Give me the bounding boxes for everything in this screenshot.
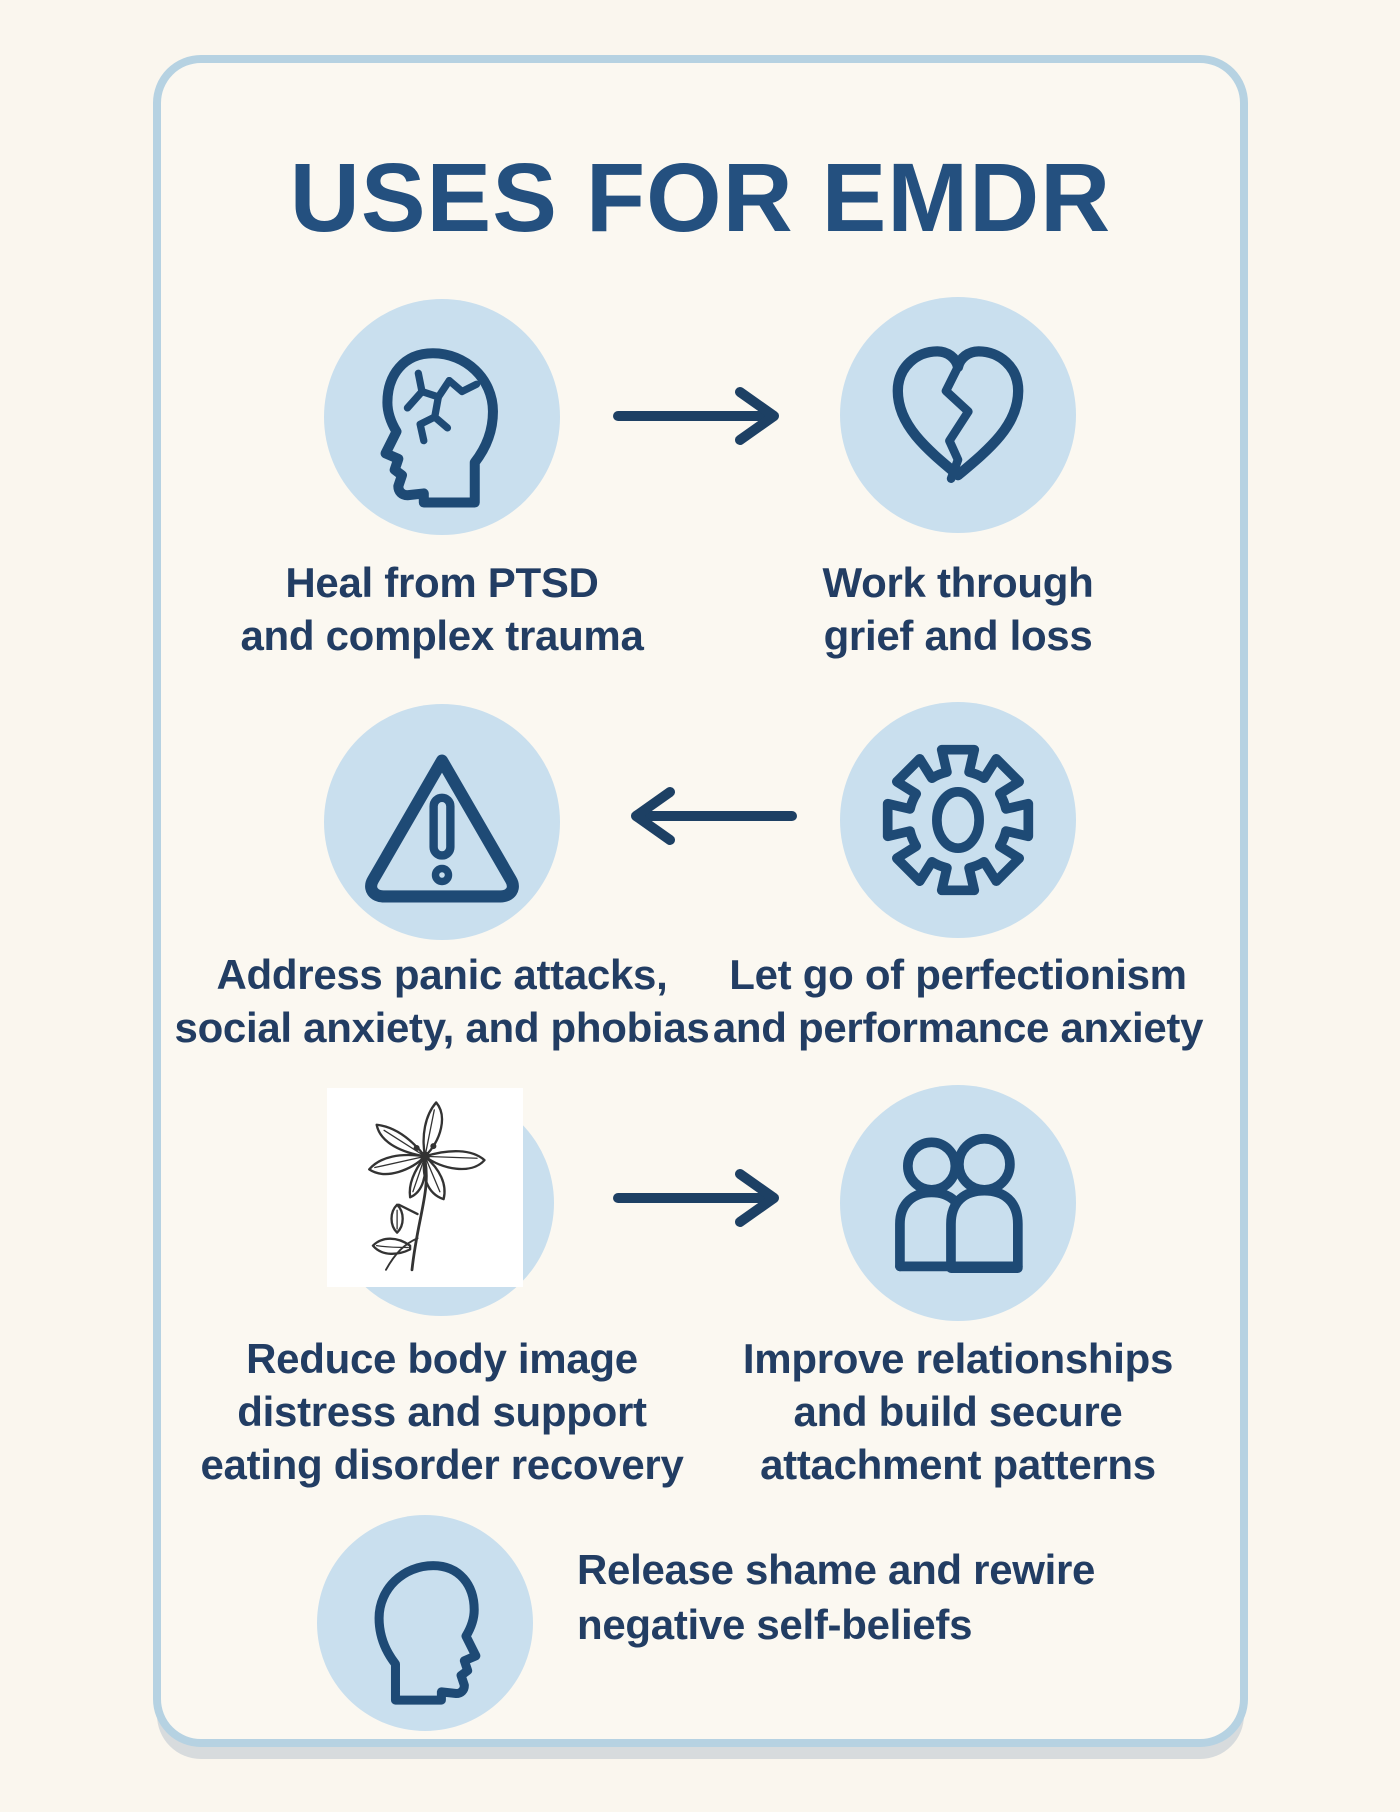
icon-circle-ptsd (324, 299, 560, 535)
caption-line: attachment patterns (760, 1441, 1156, 1488)
caption-perfectionism: Let go of perfectionism and performance … (688, 948, 1228, 1054)
caption-panic: Address panic attacks, social anxiety, a… (172, 948, 712, 1054)
arrow-left-icon (631, 787, 797, 845)
head-profile-icon (374, 1561, 481, 1705)
arrow-right-icon (613, 387, 779, 445)
caption-line: and build secure (793, 1388, 1123, 1435)
caption-line: and performance anxiety (712, 1004, 1204, 1051)
icon-circle-relationships (840, 1085, 1076, 1321)
page-title: USES FOR EMDR (289, 143, 1112, 252)
caption-line: eating disorder recovery (200, 1441, 684, 1488)
caption-shame: Release shame and rewire negative self-b… (577, 1542, 1177, 1652)
gear-icon (882, 744, 1034, 896)
icon-circle-perfectionism (840, 702, 1076, 938)
icon-circle-panic (324, 704, 560, 940)
caption-grief: Work through grief and loss (688, 556, 1228, 662)
two-people-icon (895, 1133, 1023, 1273)
caption-relationships: Improve relationships and build secure a… (688, 1332, 1228, 1491)
warning-triangle-icon (365, 754, 519, 903)
caption-line: distress and support (237, 1388, 647, 1435)
head-crack-icon (380, 348, 498, 508)
caption-ptsd: Heal from PTSD and complex trauma (172, 556, 712, 662)
caption-line: Heal from PTSD (285, 559, 599, 606)
flower-sketch-illustration (327, 1088, 523, 1287)
arrow-right-icon (613, 1169, 779, 1227)
caption-line: negative self-beliefs (577, 1601, 973, 1648)
icon-circle-grief (840, 297, 1076, 533)
caption-line: Let go of perfectionism (729, 951, 1187, 998)
caption-line: and complex trauma (240, 612, 644, 659)
flower-icon (368, 1100, 486, 1271)
broken-heart-icon (892, 346, 1024, 483)
caption-line: Reduce body image (246, 1335, 638, 1382)
caption-body-image: Reduce body image distress and support e… (172, 1332, 712, 1491)
caption-line: social anxiety, and phobias (174, 1004, 710, 1051)
caption-line: Improve relationships (742, 1335, 1174, 1382)
caption-line: Release shame and rewire (577, 1546, 1096, 1593)
caption-line: Address panic attacks, (216, 951, 668, 998)
caption-line: grief and loss (823, 612, 1093, 659)
caption-line: Work through (822, 559, 1094, 606)
infographic-card (153, 55, 1248, 1747)
icon-circle-shame (317, 1515, 533, 1731)
